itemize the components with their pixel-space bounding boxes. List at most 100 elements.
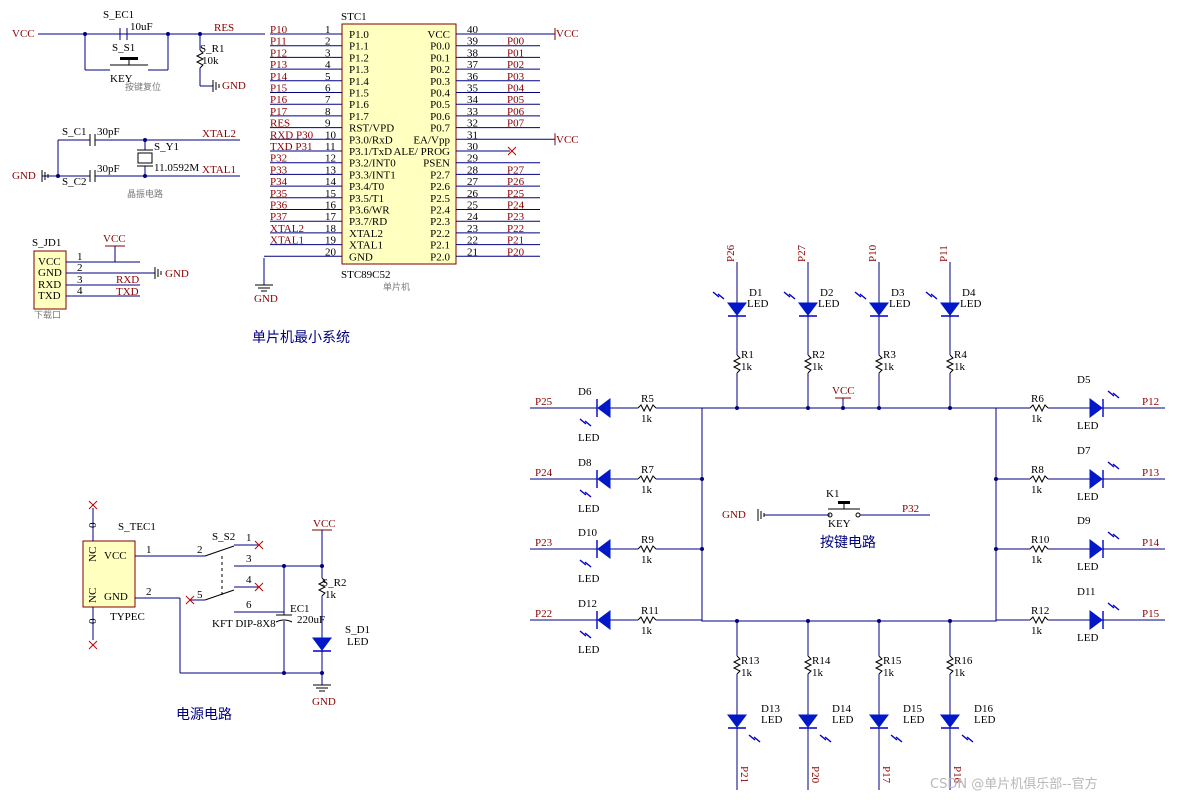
mcu-left-pin-num: 11 <box>325 141 336 153</box>
led-left-net: P23 <box>535 537 553 549</box>
mcu-right-pin-name: P2.2 <box>430 228 450 240</box>
led-bottom-diode <box>727 714 747 728</box>
led-right-res-val: 1k <box>1031 625 1043 637</box>
led-light-arrow <box>859 293 867 300</box>
sw-pin4: 4 <box>246 574 252 586</box>
led-light-arrow <box>753 736 761 743</box>
mcu-right-pin-num: 35 <box>467 83 479 95</box>
xtal-gnd-label: GND <box>12 170 36 182</box>
mcu-right-pin-name: P2.5 <box>430 193 450 205</box>
led-bottom-net: P16 <box>951 766 963 784</box>
mcu-left-pin-num: 14 <box>325 176 337 188</box>
led-bottom-res-ref: R15 <box>883 655 902 667</box>
download-subtitle: 下载口 <box>34 309 61 321</box>
sw-pin5: 5 <box>197 589 203 601</box>
led-top-val: LED <box>818 298 839 310</box>
led-light-arrow <box>748 734 756 741</box>
mcu-left-pin-num: 1 <box>325 24 331 36</box>
junction-dot <box>948 406 952 410</box>
resistor-symbol <box>732 655 742 675</box>
r2-ref: S_R2 <box>322 577 346 589</box>
mcu-right-pin-net: P24 <box>507 200 525 212</box>
typec-zero-top: 0 <box>87 522 99 528</box>
led-bottom-res-val: 1k <box>883 667 895 679</box>
led-right-ref: D11 <box>1077 586 1096 598</box>
sw-pin2: 2 <box>197 544 203 556</box>
mcu-right-pin-name: P0.6 <box>430 111 450 123</box>
xtal-c1-val: 30pF <box>97 126 120 138</box>
mcu-right-pin-net: P25 <box>507 188 525 200</box>
junction-dot <box>877 406 881 410</box>
led-right-res-ref: R8 <box>1031 464 1044 476</box>
mcu-right-pin-net: P26 <box>507 176 525 188</box>
resistor-symbol <box>732 354 742 374</box>
junction-dot <box>700 547 704 551</box>
led-right-diode <box>1089 398 1103 418</box>
mcu-left-pin-name: P1.4 <box>349 76 369 88</box>
mcu-left-pin-net: P34 <box>270 176 288 188</box>
mcu-subtitle: 单片机 <box>383 281 410 293</box>
typec-pin2-num: 2 <box>146 586 152 598</box>
mcu-right-pin-num: 33 <box>467 106 479 118</box>
mcu-left-pin-net: P33 <box>270 164 288 176</box>
mcu-right-pin-num: 25 <box>467 200 479 212</box>
led-light-arrow <box>584 561 592 568</box>
led-left-res-val: 1k <box>641 484 653 496</box>
mcu-right-pin-num: 26 <box>467 188 479 200</box>
led-top-res-ref: R2 <box>812 349 825 361</box>
led-top-res-val: 1k <box>812 361 824 373</box>
mcu-left-pin-num: 19 <box>325 235 337 247</box>
mcu-left-pin-net: P12 <box>270 47 287 59</box>
junction-dot <box>994 477 998 481</box>
resistor-symbol <box>874 655 884 675</box>
mcu-left-pin-net: XTAL2 <box>270 223 304 235</box>
mcu-left-pin-net: P14 <box>270 71 288 83</box>
mcu-left-pin-name: P3.4/T0 <box>349 181 385 193</box>
mcu-left-pin-net: P17 <box>270 106 288 118</box>
led-bottom-res-ref: R14 <box>812 655 831 667</box>
mcu-gnd-net: GND <box>254 293 278 305</box>
sw-pin6: 6 <box>246 599 252 611</box>
jd1-ref: S_JD1 <box>32 237 61 249</box>
sw-pin3: 3 <box>246 553 252 565</box>
mcu-right-pin-num: 31 <box>467 129 478 141</box>
mcu-body <box>341 23 457 265</box>
mcu-right-pin-net: P23 <box>507 211 525 223</box>
mcu-right-pin-num: 30 <box>467 141 479 153</box>
typec-part: TYPEC <box>110 611 145 623</box>
led-bottom-val: LED <box>974 714 995 726</box>
led-light-arrow <box>1107 390 1115 397</box>
typec-pin-vcc: VCC <box>104 550 127 562</box>
led-right-ref: D5 <box>1077 374 1091 386</box>
led-light-arrow <box>1112 604 1120 611</box>
led-left-ref: D8 <box>578 457 592 469</box>
key-ref: K1 <box>826 488 839 500</box>
led-light-arrow <box>895 736 903 743</box>
mcu-right-pin-net: P00 <box>507 36 525 48</box>
mcu-left-pin-net: P11 <box>270 36 287 48</box>
junction-dot <box>735 406 739 410</box>
led-top-res-ref: R4 <box>954 349 967 361</box>
resistor-symbol <box>874 354 884 374</box>
led-light-arrow <box>890 734 898 741</box>
junction-dot <box>700 477 704 481</box>
mcu-right-pin-net: P05 <box>507 94 525 106</box>
mcu-right-pin-name: P2.3 <box>430 216 450 228</box>
led-bottom-res-ref: R16 <box>954 655 973 667</box>
led-bottom-res-val: 1k <box>741 667 753 679</box>
key-circuit: GND K1 KEY P32 按键电路 <box>722 488 930 551</box>
xtal-c2-val: 30pF <box>97 163 120 175</box>
mcu-left-pin-name: GND <box>349 251 373 263</box>
led-bottom-net: P21 <box>738 766 750 783</box>
typec-nc-bot: NC <box>87 588 99 603</box>
mcu-right-pin-num: 27 <box>467 176 479 188</box>
jd1-rxd-net: RXD <box>116 274 139 286</box>
sd1-ref: S_D1 <box>345 624 370 636</box>
led-light-arrow <box>783 291 791 298</box>
mcu-left-pin-num: 7 <box>325 94 331 106</box>
led-left-val: LED <box>578 573 599 585</box>
led-light-arrow <box>854 291 862 298</box>
led-left-diode <box>597 610 611 630</box>
mcu-left-pin-num: 13 <box>325 164 337 176</box>
